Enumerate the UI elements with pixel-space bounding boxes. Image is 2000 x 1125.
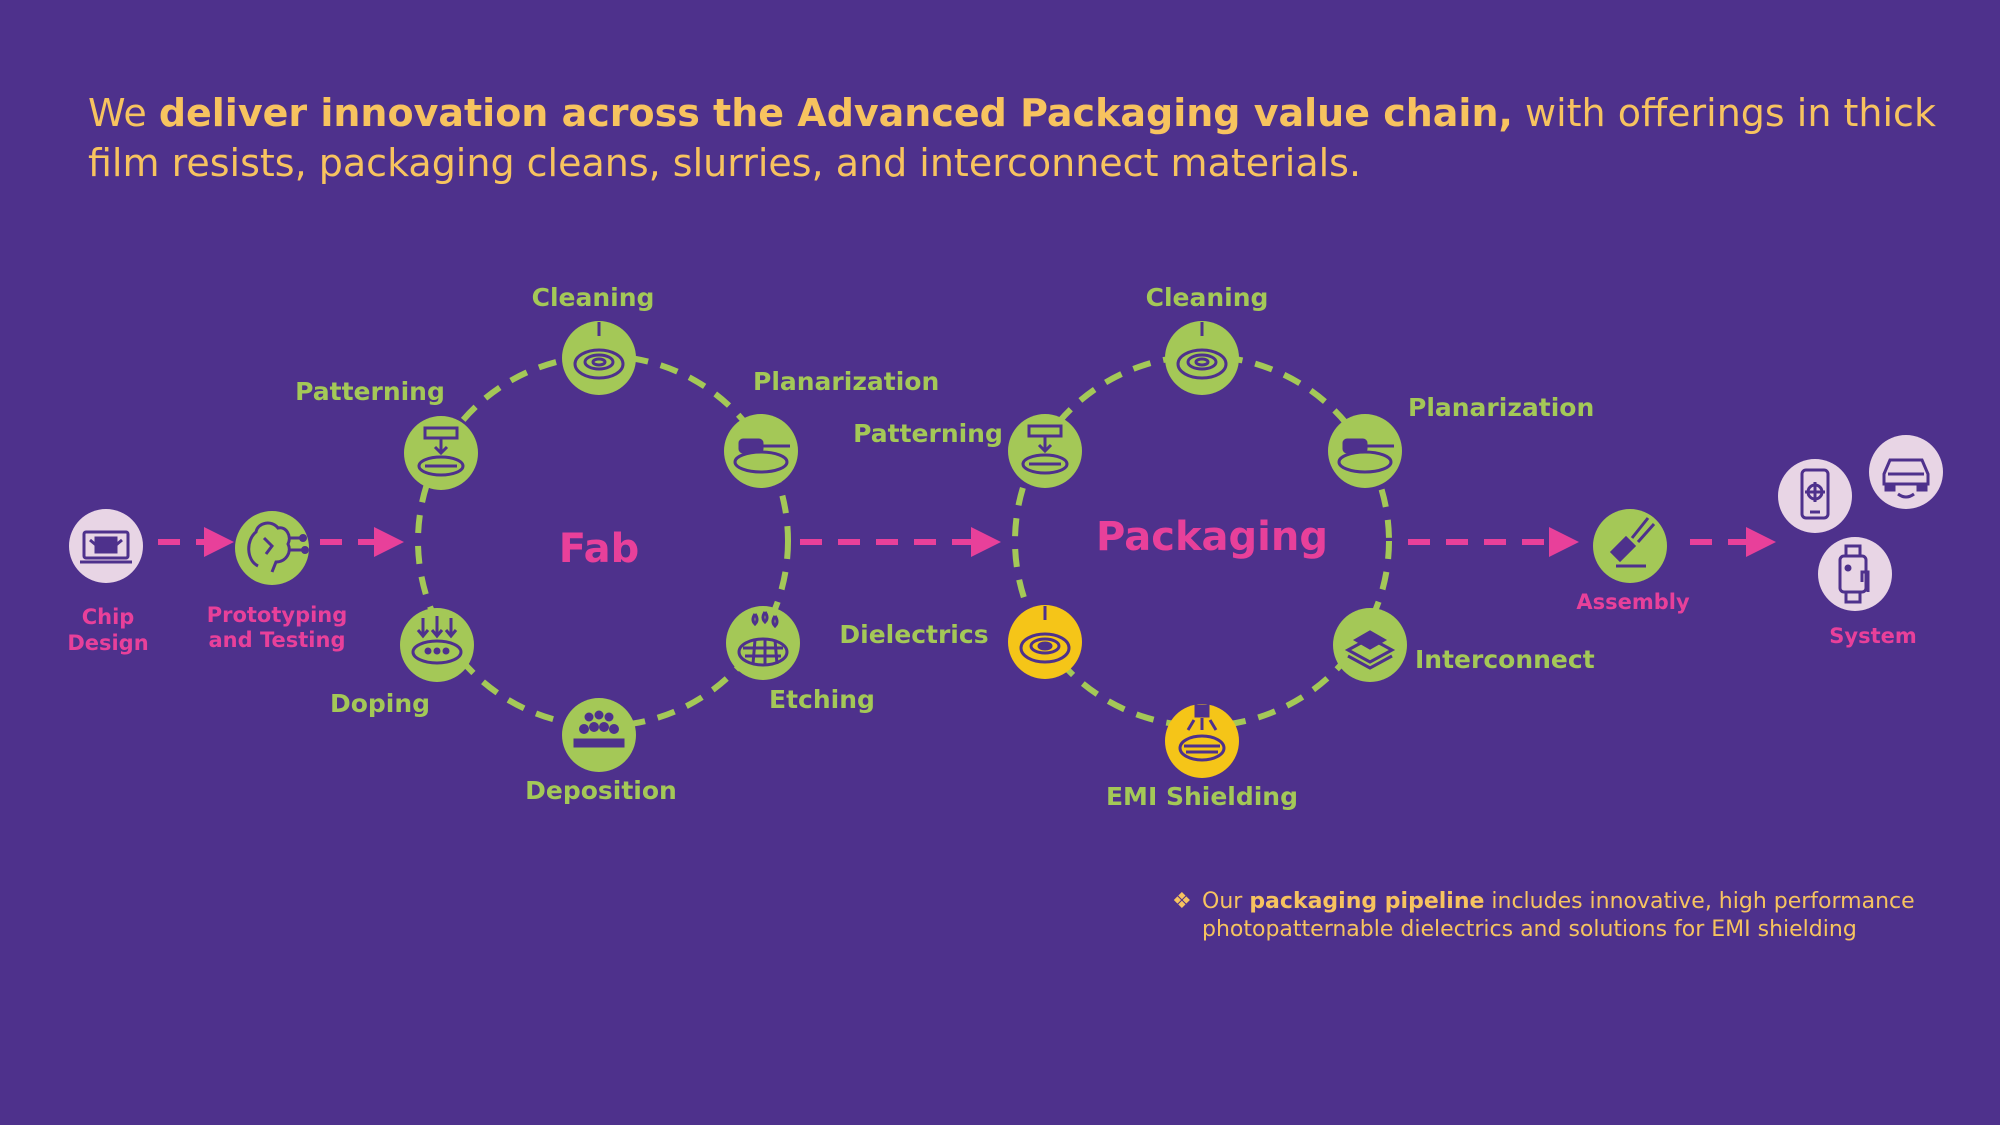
lithography-icon	[1021, 424, 1069, 475]
deposition-icon	[573, 710, 625, 748]
headline-bold: deliver innovation across the Advanced P…	[158, 91, 1513, 135]
smartwatch-icon	[1838, 544, 1870, 604]
pkg-interconnect-label: Interconnect	[1415, 645, 1595, 674]
pkg-dielectrics-label: Dielectrics	[839, 620, 988, 649]
fab-deposition-label: Deposition	[525, 776, 677, 805]
footnote-post: includes innovative, high performance ph…	[1202, 889, 1915, 942]
pick-and-place-icon	[1609, 517, 1656, 568]
fab-doping-label: Doping	[330, 689, 430, 718]
brain-circuit-icon	[247, 521, 309, 573]
assembly-label: Assembly	[1576, 590, 1690, 614]
headline-pre: We	[88, 91, 159, 135]
fab-cleaning-label: Cleaning	[532, 283, 655, 312]
headline: We deliver innovation across the Advance…	[88, 88, 1938, 188]
pkg-interconnect-node	[1333, 608, 1407, 682]
pkg-cleaning-label: Cleaning	[1146, 283, 1269, 312]
footnote-pre: Our	[1202, 889, 1250, 914]
fab-etching-label: Etching	[769, 685, 875, 714]
chip-design-label-1: Chip	[82, 605, 135, 629]
pkg-patterning-label: Patterning	[853, 419, 1003, 448]
spray-icon	[1178, 704, 1226, 762]
pkg-emi-shielding-label: EMI Shielding	[1106, 782, 1298, 811]
footnote-bold: packaging pipeline	[1249, 889, 1485, 914]
car-icon	[1882, 458, 1930, 499]
fab-deposition-node	[562, 698, 636, 772]
pkg-patterning-node	[1008, 414, 1082, 488]
fab-doping-node	[400, 608, 474, 682]
wafer-clean-icon	[573, 322, 625, 380]
footnote: ❖ Our packaging pipeline includes innova…	[1172, 888, 1972, 944]
stage-packaging-label: Packaging	[1096, 514, 1328, 560]
fab-cleaning-node	[562, 321, 636, 395]
pkg-planarization-node	[1328, 414, 1402, 488]
prototyping-node	[235, 511, 309, 585]
polishing-pad-icon	[1337, 438, 1394, 474]
system-label: System	[1829, 624, 1916, 648]
interconnect-stack-icon	[1344, 630, 1396, 670]
chip-icon	[80, 530, 132, 564]
headline-post: with offerings in thick film resists, pa…	[88, 91, 1936, 185]
chip-design-label-2: Design	[67, 631, 148, 655]
fab-etching-node	[726, 606, 800, 680]
lithography-icon	[417, 426, 465, 477]
phone-icon	[1800, 468, 1830, 520]
fab-planarization-label: Planarization	[753, 367, 939, 396]
footnote-bullet-icon: ❖	[1172, 889, 1192, 914]
etch-icon	[737, 611, 789, 667]
prototyping-label-2: and Testing	[209, 628, 346, 652]
pkg-cleaning-node	[1165, 321, 1239, 395]
pkg-emi-shielding-node	[1165, 704, 1239, 778]
assembly-node	[1593, 509, 1667, 583]
fab-patterning-node	[404, 416, 478, 490]
footnote-text: Our packaging pipeline includes innovati…	[1202, 888, 1972, 944]
fab-planarization-node	[724, 414, 798, 488]
chip-design-node	[69, 509, 143, 583]
pkg-planarization-label: Planarization	[1408, 393, 1594, 422]
pkg-dielectrics-node	[1008, 605, 1082, 679]
prototyping-label-1: Prototyping	[207, 603, 348, 627]
dielectric-wafer-icon	[1019, 606, 1071, 664]
system-node	[1778, 435, 1943, 611]
implant-icon	[411, 616, 463, 665]
stage-fab-label: Fab	[559, 526, 640, 572]
wafer-clean-icon	[1176, 322, 1228, 380]
polishing-pad-icon	[733, 438, 790, 474]
fab-patterning-label: Patterning	[295, 377, 445, 406]
